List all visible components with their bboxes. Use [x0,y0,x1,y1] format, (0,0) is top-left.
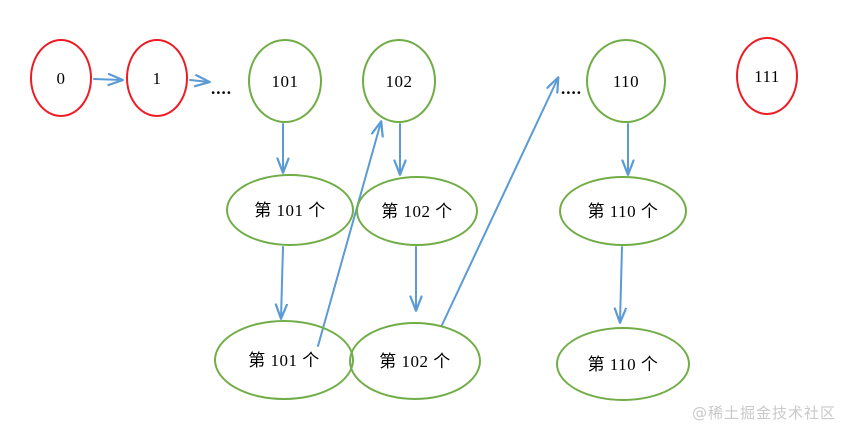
entry-102-a-label: 第 102 个 [381,201,453,221]
node-1-label: 1 [152,68,162,88]
entry-110-b-label: 第 110 个 [587,354,659,374]
entry-102-b-label: 第 102 个 [379,351,451,371]
node-102-label: 102 [385,71,413,91]
edge-0-to-1 [93,79,122,80]
entry-110-a: 第 110 个 [559,176,687,246]
node-111: 111 [736,37,798,115]
entry-101-a: 第 101 个 [226,174,354,246]
entry-102-b: 第 102 个 [349,322,481,400]
edge-1-to-dots [189,80,209,82]
node-101-label: 101 [271,71,299,91]
node-102: 102 [362,39,436,123]
edge-entry101a-to-101b [281,246,283,318]
node-111-label: 111 [754,66,780,86]
node-101: 101 [248,39,322,123]
node-110-label: 110 [612,71,640,91]
dots-after-1: .... [211,79,232,98]
edge-entry110a-to-110b [620,246,622,322]
node-0-label: 0 [56,68,66,88]
entry-110-a-label: 第 110 个 [587,201,659,221]
node-110: 110 [586,39,666,123]
node-1: 1 [126,39,188,117]
watermark: @稀土掘金技术社区 [692,404,837,422]
entry-101-b: 第 101 个 [214,320,354,400]
entry-110-b: 第 110 个 [556,327,690,401]
entry-101-a-label: 第 101 个 [254,200,326,220]
entry-101-b-label: 第 101 个 [248,350,320,370]
dots-before-110: .... [561,79,582,98]
entry-102-a: 第 102 个 [356,176,478,246]
node-0: 0 [30,39,92,117]
